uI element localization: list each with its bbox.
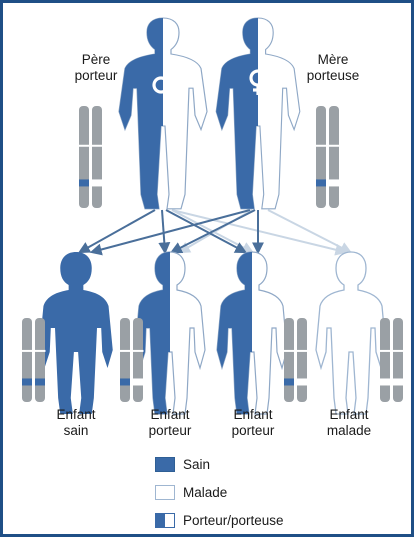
inheritance-arrows xyxy=(80,210,350,252)
mother-label: Mère porteuse xyxy=(292,52,374,84)
chromosome xyxy=(316,106,326,208)
chromosome xyxy=(393,318,403,402)
chromosome xyxy=(329,106,339,208)
chromosome xyxy=(79,106,89,208)
child-1-figure-healthy xyxy=(39,252,113,414)
centromere xyxy=(380,350,391,352)
gene-band-healthy xyxy=(284,378,294,385)
gene-band-healthy xyxy=(316,179,326,186)
chromosome xyxy=(133,318,143,402)
centromere xyxy=(297,350,308,352)
arrow-father-to-child-2 xyxy=(162,210,165,252)
chromosome xyxy=(92,106,102,208)
centromere xyxy=(393,350,404,352)
child-1-label-line-1: Enfant xyxy=(43,407,109,423)
legend-swatch-malade xyxy=(155,485,175,500)
mother-label-line-1: Mère xyxy=(292,52,374,68)
centromere xyxy=(120,350,131,352)
chromosome xyxy=(380,318,390,402)
child-2-label-line-1: Enfant xyxy=(137,407,203,423)
chromosome xyxy=(35,318,45,402)
arrow-faded xyxy=(268,210,350,252)
child-4-label-line-2: malade xyxy=(316,423,382,439)
child-4-label-line-1: Enfant xyxy=(316,407,382,423)
gene-band-mutated xyxy=(380,378,390,385)
chromosome-pair-child-4 xyxy=(380,318,404,402)
gene-band-mutated xyxy=(133,378,143,385)
child-4-label: Enfant malade xyxy=(316,407,382,439)
legend-label-malade: Malade xyxy=(183,485,227,500)
chromosome-pair-father xyxy=(79,106,103,208)
chromosome xyxy=(284,318,294,402)
child-2-label: Enfant porteur xyxy=(137,407,203,439)
child-1-label: Enfant sain xyxy=(43,407,109,439)
centromere xyxy=(284,350,295,352)
child-2-label-line-2: porteur xyxy=(137,423,203,439)
chromosome xyxy=(297,318,307,402)
gene-band-mutated xyxy=(92,179,102,186)
legend-item-malade: Malade xyxy=(155,484,227,500)
child-4-figure-affected xyxy=(316,252,386,414)
legend-swatch-porteur xyxy=(155,513,175,528)
mother-label-line-2: porteuse xyxy=(292,68,374,84)
chromosome-pair-child-2 xyxy=(120,318,144,402)
father-label: Père porteur xyxy=(66,52,126,84)
child-3-label-line-1: Enfant xyxy=(220,407,286,423)
chromosome-pair-child-3 xyxy=(284,318,308,402)
arrow-father-to-child-3 xyxy=(166,210,245,252)
mother-figure xyxy=(216,18,300,209)
child-1-label-line-2: sain xyxy=(43,423,109,439)
child-3-label: Enfant porteur xyxy=(220,407,286,439)
father-figure xyxy=(119,18,207,209)
centromere xyxy=(133,350,144,352)
legend-swatch-sain xyxy=(155,457,175,472)
gene-band-healthy xyxy=(79,179,89,186)
father-label-line-1: Père xyxy=(66,52,126,68)
centromere xyxy=(35,350,46,352)
chromosome-pair-mother xyxy=(316,106,340,208)
chromosome-pair-child-1 xyxy=(22,318,46,402)
legend-item-sain: Sain xyxy=(155,456,210,472)
child-2-figure-carrier xyxy=(135,252,205,414)
centromere xyxy=(316,145,327,147)
gene-band-mutated xyxy=(297,378,307,385)
chromosome xyxy=(120,318,130,402)
child-3-label-line-2: porteur xyxy=(220,423,286,439)
centromere xyxy=(92,145,103,147)
legend-label-porteur: Porteur/porteuse xyxy=(183,513,284,528)
legend-item-porteur: Porteur/porteuse xyxy=(155,512,284,528)
centromere xyxy=(79,145,90,147)
centromere xyxy=(22,350,33,352)
legend-label-sain: Sain xyxy=(183,457,210,472)
chromosome xyxy=(22,318,32,402)
gene-band-healthy xyxy=(22,378,32,385)
gene-band-healthy xyxy=(35,378,45,385)
centromere xyxy=(329,145,340,147)
father-label-line-2: porteur xyxy=(66,68,126,84)
gene-band-mutated xyxy=(393,378,403,385)
child-3-figure-carrier xyxy=(217,252,287,414)
gene-band-mutated xyxy=(329,179,339,186)
gene-band-healthy xyxy=(120,378,130,385)
